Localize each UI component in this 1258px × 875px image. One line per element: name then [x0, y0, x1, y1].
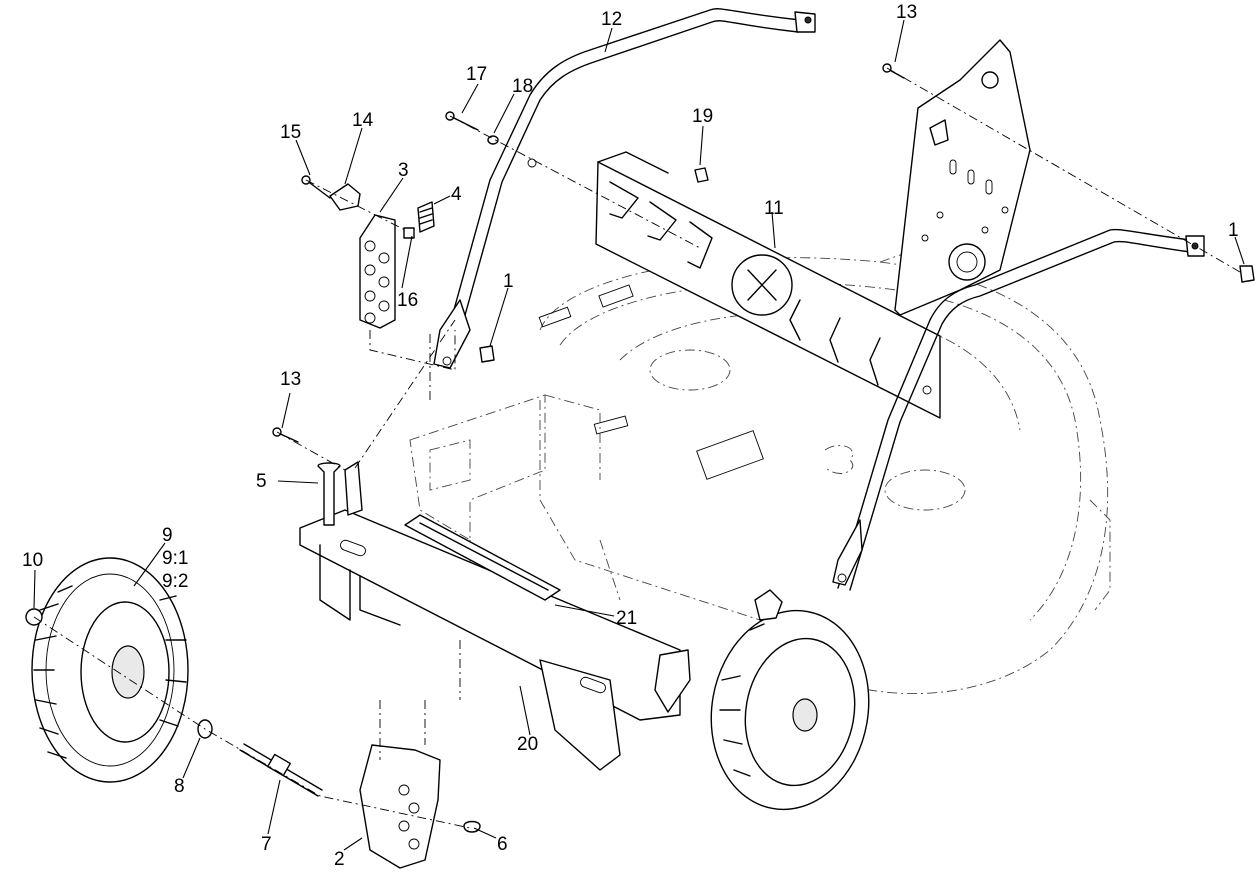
- callout-9-1: 9:1: [162, 548, 188, 569]
- callout-6: 6: [497, 834, 508, 855]
- leader-lines: [33, 19, 1245, 851]
- callout-17: 17: [466, 64, 487, 85]
- front-axle-frame: [299, 461, 691, 771]
- callout-7: 7: [261, 834, 272, 855]
- callout-1-left: 1: [503, 271, 514, 292]
- callout-2: 2: [334, 849, 345, 870]
- rear-wheel-left: [31, 557, 189, 783]
- callout-13-top: 13: [896, 2, 917, 23]
- callout-9: 9: [162, 525, 173, 546]
- height-adjuster-bracket: [359, 744, 481, 869]
- alignment-lines: [33, 67, 1241, 829]
- callout-10: 10: [22, 550, 43, 571]
- callout-12: 12: [601, 9, 622, 30]
- callout-18: 18: [512, 76, 533, 97]
- axle-and-washers: [25, 608, 323, 797]
- callout-8: 8: [174, 776, 185, 797]
- callout-16: 16: [397, 290, 418, 311]
- mower-deck-outline: [538, 254, 1111, 695]
- callout-11: 11: [764, 198, 784, 219]
- rear-wheel-right: [710, 589, 870, 811]
- callout-15: 15: [280, 122, 301, 143]
- height-adjust-plate: [359, 214, 396, 329]
- callout-13-left: 13: [280, 369, 301, 390]
- callout-21: 21: [616, 608, 637, 629]
- callout-20: 20: [517, 734, 538, 755]
- brand-decal: [404, 514, 561, 601]
- hardware-small-parts: [272, 63, 1255, 443]
- callout-9-2: 9:2: [162, 571, 188, 592]
- callout-5: 5: [256, 471, 267, 492]
- side-bracket-plate: [894, 39, 1031, 316]
- handle-assembly: [433, 8, 1205, 591]
- callout-3: 3: [398, 160, 409, 181]
- callout-14: 14: [352, 110, 374, 131]
- callout-4: 4: [451, 184, 462, 205]
- deflector-panel: [595, 151, 941, 419]
- callout-labels: 12 13 17 18 19 15 14 3 4 16 11 1 1 13 5 …: [22, 2, 1239, 870]
- callout-19: 19: [692, 106, 713, 127]
- callout-1-right: 1: [1228, 220, 1239, 241]
